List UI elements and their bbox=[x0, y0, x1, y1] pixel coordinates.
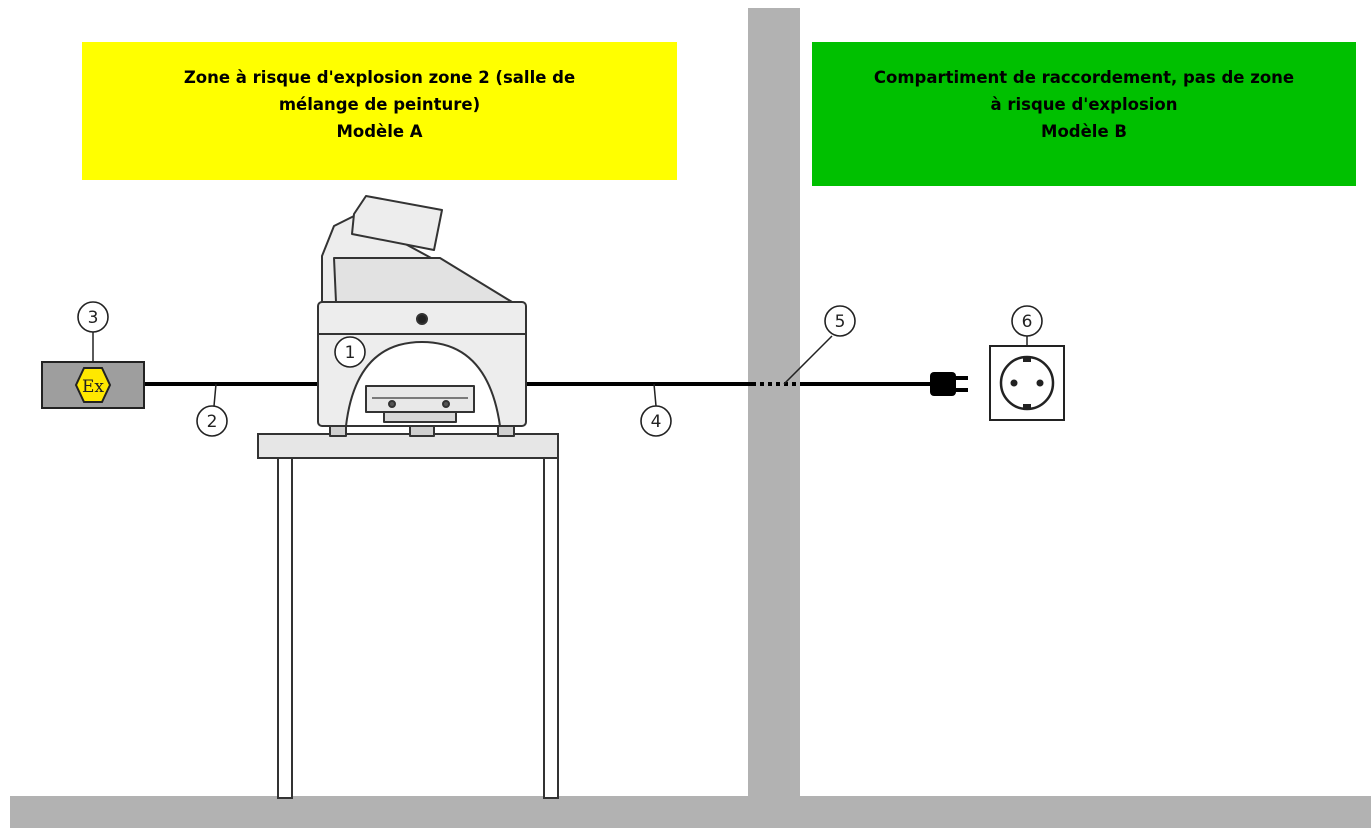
device-pan-knob-left bbox=[388, 400, 396, 408]
socket-ground-bottom bbox=[1023, 404, 1031, 409]
power-plug-icon bbox=[930, 372, 968, 396]
hazard-zone-line-2: mélange de peinture) bbox=[278, 95, 481, 114]
device-display-slope bbox=[333, 257, 513, 303]
hazard-zone-model: Modèle A bbox=[336, 122, 423, 141]
callout-2-leader bbox=[213, 383, 217, 407]
ex-warning-hexagon-icon bbox=[74, 367, 112, 403]
callout-2-circle bbox=[196, 405, 228, 437]
mixing-scale-device bbox=[317, 195, 527, 437]
callout-6: 6 bbox=[1011, 305, 1043, 337]
table-leg-right bbox=[543, 457, 559, 799]
ex-symbol-text: Ex bbox=[82, 377, 104, 397]
callout-3-circle bbox=[77, 301, 109, 333]
callout-3-number: 3 bbox=[88, 308, 99, 328]
plug-pin-top bbox=[956, 376, 968, 380]
table bbox=[257, 433, 559, 799]
hazard-zone-label: Zone à risque d'explosion zone 2 (salle … bbox=[82, 42, 677, 180]
separating-wall bbox=[748, 8, 800, 804]
callout-leaders bbox=[92, 332, 1028, 407]
callout-2: 2 bbox=[196, 405, 228, 437]
safe-zone-line-2: à risque d'explosion bbox=[990, 95, 1178, 114]
table-leg-left bbox=[277, 457, 293, 799]
table-top bbox=[257, 433, 559, 459]
socket-hole-right bbox=[1036, 379, 1044, 387]
callout-5: 5 bbox=[824, 305, 856, 337]
callout-3: 3 bbox=[77, 301, 109, 333]
plug-body bbox=[930, 372, 956, 396]
callout-4-circle bbox=[640, 405, 672, 437]
callout-6-number: 6 bbox=[1022, 312, 1033, 332]
plug-pin-bottom bbox=[956, 388, 968, 392]
callout-5-leader bbox=[783, 335, 833, 385]
ex-terminal-box: Ex bbox=[41, 361, 145, 409]
callout-1-circle bbox=[334, 336, 366, 368]
callout-6-circle bbox=[1011, 305, 1043, 337]
hazard-zone-line-1: Zone à risque d'explosion zone 2 (salle … bbox=[183, 68, 576, 87]
device-pan-base bbox=[383, 411, 457, 423]
callout-1: 1 bbox=[334, 336, 366, 368]
safe-zone-label: Compartiment de raccordement, pas de zon… bbox=[812, 42, 1356, 186]
callout-4: 4 bbox=[640, 405, 672, 437]
callout-4-number: 4 bbox=[651, 412, 662, 432]
socket-hole-left bbox=[1010, 379, 1018, 387]
device-foot-mid bbox=[409, 425, 435, 437]
socket-ring bbox=[999, 355, 1055, 411]
callout-5-number: 5 bbox=[835, 312, 846, 332]
callout-1-number: 1 bbox=[345, 343, 356, 363]
wall-socket-icon bbox=[989, 345, 1065, 421]
device-pan-knob-right bbox=[442, 400, 450, 408]
callout-5-circle bbox=[824, 305, 856, 337]
device-display-head bbox=[351, 195, 443, 251]
device-indicator-dot bbox=[416, 313, 428, 325]
safe-zone-model: Modèle B bbox=[1041, 122, 1127, 141]
safe-zone-line-1: Compartiment de raccordement, pas de zon… bbox=[873, 68, 1295, 87]
device-weighing-pan bbox=[365, 385, 475, 413]
callout-4-leader bbox=[653, 383, 657, 407]
callout-2-number: 2 bbox=[207, 412, 218, 432]
socket-ground-top bbox=[1023, 357, 1031, 362]
floor bbox=[10, 796, 1371, 828]
